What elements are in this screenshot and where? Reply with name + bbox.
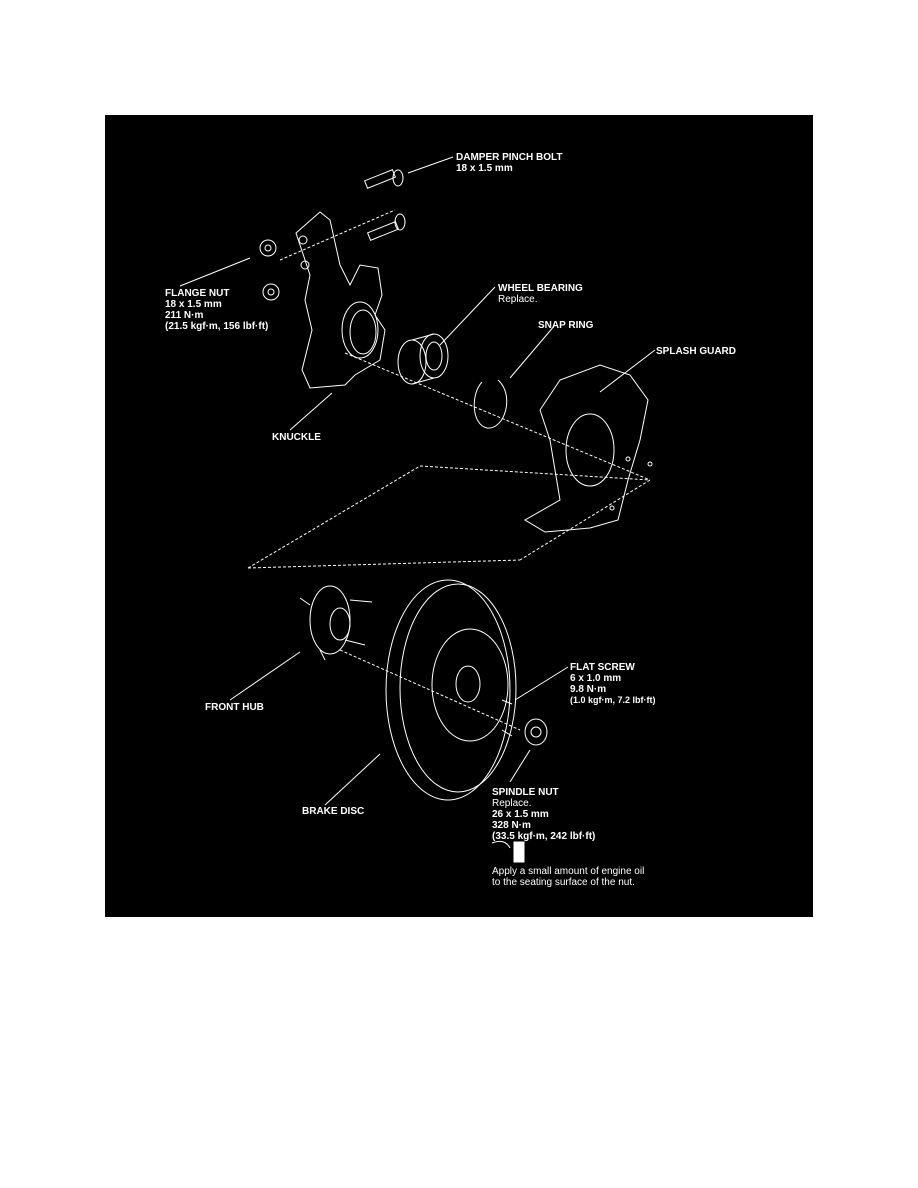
exploded-diagram-panel: DAMPER PINCH BOLT 18 x 1.5 mm FLANGE NUT… bbox=[105, 115, 813, 917]
alignment-lines bbox=[247, 209, 651, 731]
flange-nut-torque: 211 N·m bbox=[165, 310, 204, 321]
label-splash-guard: SPLASH GUARD bbox=[656, 346, 736, 357]
knuckle-title: KNUCKLE bbox=[272, 432, 321, 443]
flat-screw-size: 6 x 1.0 mm bbox=[570, 673, 622, 684]
brake-disc bbox=[385, 579, 517, 801]
wheel-bearing-note: Replace. bbox=[498, 294, 538, 305]
damper-pinch-bolt-title: DAMPER PINCH BOLT bbox=[456, 152, 563, 163]
label-front-hub: FRONT HUB bbox=[205, 702, 264, 713]
label-damper-pinch-bolt: DAMPER PINCH BOLT 18 x 1.5 mm bbox=[456, 152, 562, 174]
flange-nut-torque-alt: (21.5 kgf·m, 156 lbf·ft) bbox=[165, 321, 269, 332]
oil-note-line1: Apply a small amount of engine oil bbox=[492, 866, 645, 877]
damper-pinch-bolt-size: 18 x 1.5 mm bbox=[456, 163, 513, 174]
brake-disc-title: BRAKE DISC bbox=[302, 806, 365, 817]
front-hub-exploded-view bbox=[179, 156, 656, 863]
label-brake-disc: BRAKE DISC bbox=[302, 806, 364, 817]
damper-pinch-bolt bbox=[363, 169, 406, 241]
flat-screw bbox=[501, 699, 513, 737]
splash-guard bbox=[524, 364, 653, 533]
spindle-nut-note: Replace. bbox=[492, 798, 532, 809]
spindle-nut-torque-alt: (33.5 kgf·m, 242 lbf·ft) bbox=[492, 831, 596, 842]
flange-nut-size: 18 x 1.5 mm bbox=[165, 299, 222, 310]
snap-ring-title: SNAP RING bbox=[538, 320, 594, 331]
splash-guard-title: SPLASH GUARD bbox=[656, 346, 737, 357]
label-wheel-bearing: WHEEL BEARING Replace. bbox=[498, 283, 583, 305]
snap-ring bbox=[473, 379, 508, 429]
flange-nut-title: FLANGE NUT bbox=[165, 288, 230, 299]
knuckle bbox=[295, 211, 386, 389]
label-spindle-nut: SPINDLE NUT Replace. 26 x 1.5 mm 328 N·m… bbox=[492, 787, 595, 842]
flange-nut bbox=[259, 239, 280, 301]
label-oil-note: Apply a small amount of engine oil to th… bbox=[492, 866, 644, 888]
label-knuckle: KNUCKLE bbox=[272, 432, 321, 443]
spindle-nut-size: 26 x 1.5 mm bbox=[492, 809, 549, 820]
wheel-bearing-title: WHEEL BEARING bbox=[498, 283, 583, 294]
engine-oil-icon bbox=[491, 840, 525, 863]
front-hub bbox=[299, 585, 373, 661]
oil-note-line2: to the seating surface of the nut. bbox=[492, 877, 635, 888]
spindle-nut-torque: 328 N·m bbox=[492, 820, 531, 831]
flat-screw-torque-alt: (1.0 kgf·m, 7.2 lbf·ft) bbox=[570, 695, 656, 705]
spindle-nut bbox=[524, 718, 548, 746]
front-hub-title: FRONT HUB bbox=[205, 702, 264, 713]
spindle-nut-title: SPINDLE NUT bbox=[492, 787, 559, 798]
label-flange-nut: FLANGE NUT 18 x 1.5 mm 211 N·m (21.5 kgf… bbox=[165, 288, 268, 332]
flat-screw-torque: 9.8 N·m bbox=[570, 684, 607, 695]
leader-lines bbox=[179, 156, 656, 806]
wheel-bearing bbox=[397, 333, 449, 385]
flat-screw-title: FLAT SCREW bbox=[570, 662, 635, 673]
label-flat-screw: FLAT SCREW 6 x 1.0 mm 9.8 N·m (1.0 kgf·m… bbox=[570, 662, 656, 706]
label-snap-ring: SNAP RING bbox=[538, 320, 593, 331]
